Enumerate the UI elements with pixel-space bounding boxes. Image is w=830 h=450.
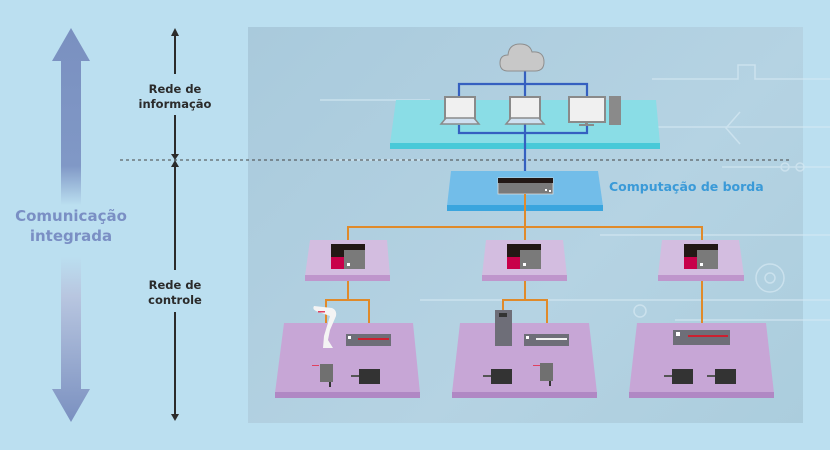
edge-controller-icon xyxy=(497,177,554,195)
control-network-label-line1: Rede de xyxy=(148,278,202,292)
servo-drive-icon xyxy=(524,334,569,346)
motor-icon xyxy=(312,364,333,387)
motor-icon xyxy=(483,369,512,384)
info-network-label-line1: Rede de xyxy=(148,82,202,96)
ethernet-lines xyxy=(457,70,589,183)
laptop-icon xyxy=(439,96,481,125)
cloud-icon xyxy=(499,43,545,72)
desktop-pc-icon xyxy=(568,96,621,126)
integration-arrow xyxy=(52,28,90,422)
control-network-label: Rede de controle xyxy=(130,278,220,308)
controller-platform-1 xyxy=(305,240,390,281)
integrated-communication-label: Comunicação integrada xyxy=(10,206,132,246)
controller-platform-2 xyxy=(482,240,567,281)
integrated-label-line1: Comunicação xyxy=(15,207,127,225)
control-network-label-line2: controle xyxy=(148,293,202,307)
servo-drive-icon xyxy=(346,334,391,346)
integrated-label-line2: integrada xyxy=(29,227,113,245)
motor-icon xyxy=(664,369,693,384)
network-scope-arrows xyxy=(171,28,179,421)
robot-arm-icon xyxy=(313,306,337,348)
motor-icon xyxy=(351,369,380,384)
motor-icon xyxy=(533,363,553,386)
inverter-icon xyxy=(495,310,512,346)
info-network-label: Rede de informação xyxy=(130,82,220,112)
controller-platform-3 xyxy=(658,240,744,281)
servo-drive-icon xyxy=(673,330,730,345)
laptop-icon xyxy=(504,96,546,125)
info-network-label-line2: informação xyxy=(138,97,212,111)
motor-icon xyxy=(707,369,736,384)
edge-computing-label: Computação de borda xyxy=(609,179,764,194)
